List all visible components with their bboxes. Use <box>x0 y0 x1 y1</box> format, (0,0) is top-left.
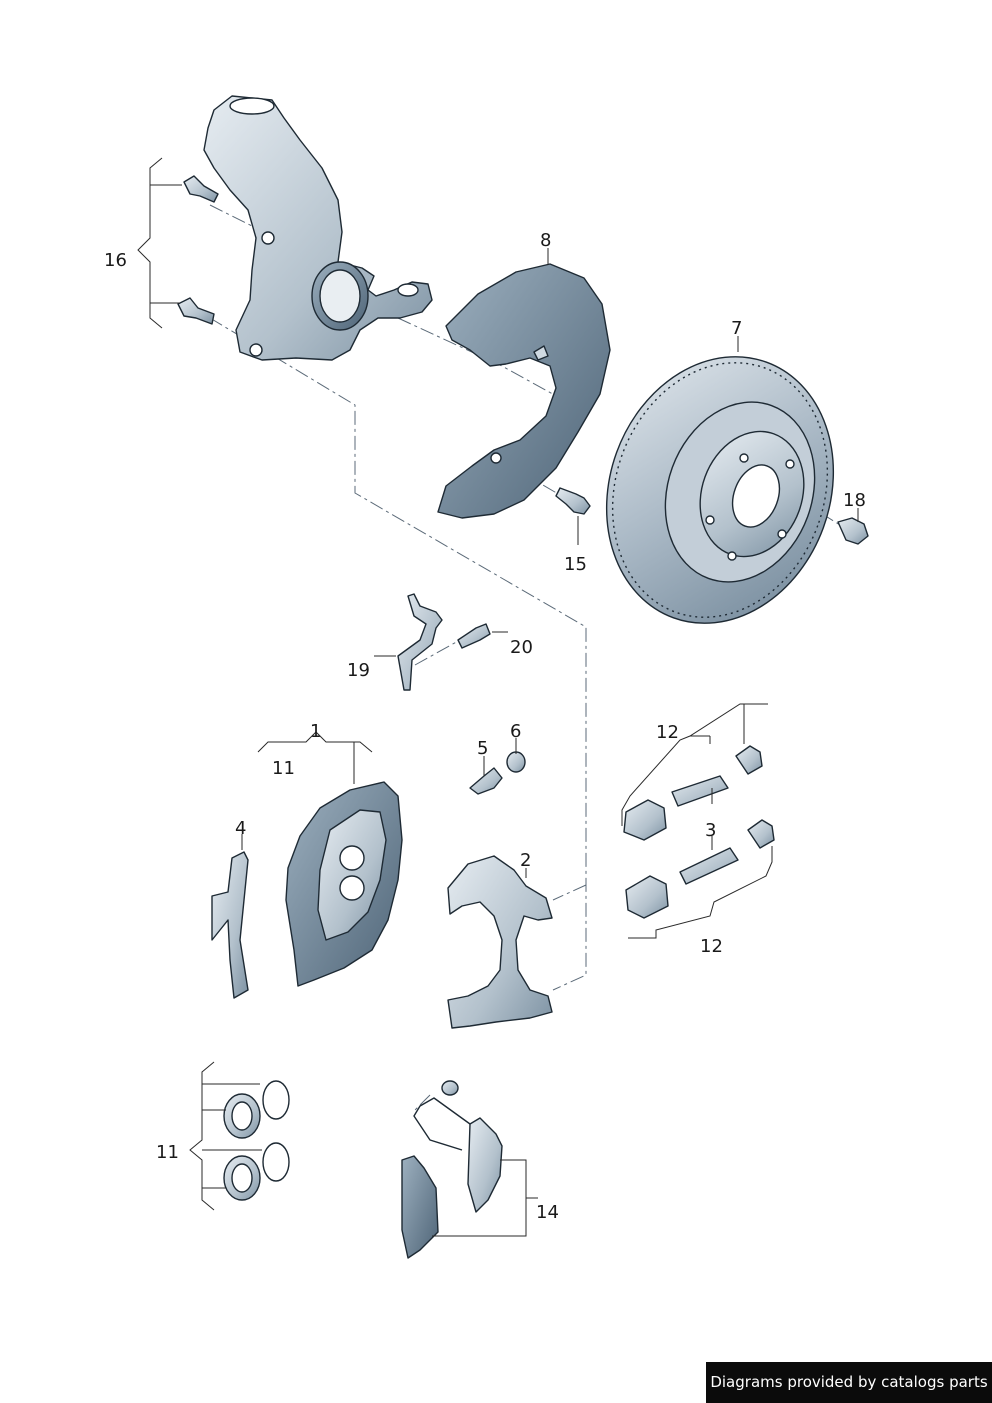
brake-pad-set <box>401 1080 503 1259</box>
label-19: 19 <box>347 660 370 681</box>
bleed-cap <box>506 751 526 773</box>
label-3: 3 <box>705 820 716 841</box>
credit-banner: Diagrams provided by catalogs parts <box>706 1362 992 1403</box>
label-20: 20 <box>510 637 533 658</box>
label-16: 16 <box>104 250 127 271</box>
leader-lines <box>137 157 859 1237</box>
label-14: 14 <box>536 1202 559 1223</box>
label-11-bottom: 11 <box>156 1142 179 1163</box>
label-8: 8 <box>540 230 551 251</box>
guide-pin-set-lower <box>625 819 775 919</box>
label-7: 7 <box>731 318 742 339</box>
label-11-top: 11 <box>272 758 295 779</box>
brake-disc <box>605 356 835 624</box>
label-6: 6 <box>510 721 521 742</box>
label-18: 18 <box>843 490 866 511</box>
caliper-spring-clip <box>211 851 249 999</box>
label-1: 1 <box>310 721 321 742</box>
label-12-top: 12 <box>656 722 679 743</box>
disc-retaining-screw <box>837 517 869 545</box>
shield-screw <box>555 487 591 515</box>
bracket-bolt <box>457 623 491 649</box>
label-4: 4 <box>235 818 246 839</box>
wear-sensor-bracket <box>397 593 443 691</box>
knuckle-bolt-upper <box>183 175 219 203</box>
brake-caliper <box>285 781 403 987</box>
steering-knuckle <box>203 95 433 361</box>
label-15: 15 <box>564 554 587 575</box>
guide-pin-set-upper <box>623 745 763 841</box>
label-2: 2 <box>520 850 531 871</box>
knuckle-bolt-lower <box>177 297 215 325</box>
caliper-carrier <box>447 855 553 1029</box>
bleed-screw <box>469 767 503 795</box>
brake-splash-shield <box>437 263 611 519</box>
piston-seal-kit <box>223 1080 290 1201</box>
label-5: 5 <box>477 738 488 759</box>
label-12-bottom: 12 <box>700 936 723 957</box>
part-labels: 16 8 7 18 15 19 20 1 11 6 5 12 4 3 2 12 … <box>104 230 866 1223</box>
